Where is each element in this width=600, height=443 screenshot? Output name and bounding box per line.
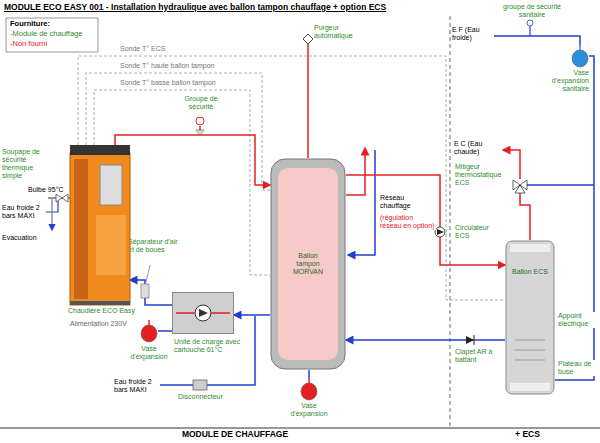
part-label: E F (Eau froide) (452, 26, 494, 42)
node-text: Ballon ECS (508, 268, 552, 276)
pipe-connector (115, 135, 270, 185)
circulator-arrow (437, 229, 444, 235)
part-label: Alimentation 230V (70, 320, 127, 328)
node-text: Chaudière ECO Easy (68, 307, 132, 315)
charging-unit-shape (172, 292, 234, 334)
node-text: Vase d'expansion (284, 402, 334, 418)
node-text: Vase d'expansion (127, 345, 171, 361)
mixer-symbol (513, 180, 527, 193)
pipe-connector (158, 330, 172, 332)
part-label: Eau froide 2 bars MAXI (2, 204, 44, 220)
part-label: Mitigeur thermostatique ECS (455, 163, 509, 187)
safety-pipe (529, 26, 530, 36)
dhw-tank-shape (505, 240, 555, 395)
part-label: Sonde T° ECS (120, 45, 165, 53)
check-valve-seat (474, 335, 475, 345)
pipe-connector (308, 370, 310, 378)
part-label: Bulbe 95°C (28, 186, 64, 194)
relief-valve-symbol (56, 194, 68, 202)
part-label: Evacuation (2, 234, 37, 242)
part-label: Séparateur d'air et de boues (128, 238, 184, 254)
part-label: Sonde T° haute ballon tampon (120, 62, 215, 70)
safety-valve-symbol (196, 130, 204, 135)
expansion-vessel-shape (300, 378, 318, 400)
vent-pipe (307, 44, 309, 158)
legend-entry: -Module de chauffage (10, 30, 82, 39)
node-text: Unité de charge avec cartouche 61°C (174, 338, 244, 354)
part-label: + ECS (455, 430, 600, 440)
air-vent-symbol (303, 34, 313, 44)
part-label: groupe de sécurité sanitaire (500, 3, 564, 19)
backflow-preventer-symbol (193, 380, 207, 390)
expansion-vessel-shape (140, 320, 158, 342)
node-text: Vase d'expansion sanitaire (535, 69, 589, 93)
part-label: Groupe de sécurité (176, 95, 226, 111)
cold-branch-pipe (527, 184, 594, 186)
pipe-connector (346, 339, 505, 341)
network-return-pipe (348, 150, 375, 255)
expansion-vessel: Vase d'expansion (140, 320, 158, 342)
legend-frame (6, 18, 98, 52)
part-label: Appoint électrique (558, 312, 598, 328)
part-label: Eau froide 2 bars MAXI (114, 378, 158, 394)
pipe-connector (346, 175, 505, 265)
dhw-tank: Ballon ECS (505, 240, 555, 395)
pipe-connector (234, 314, 270, 316)
sanitary-expansion-vessel-shape (571, 45, 589, 67)
sanitary-safety-symbol (527, 20, 533, 26)
cold-water-pipe (494, 36, 580, 45)
part-label: Plateau de buse (558, 360, 598, 376)
expansion-vessel: Vase d'expansion (300, 378, 318, 400)
network-flow-pipe (346, 148, 365, 195)
part-label: Soupape de sécurité thermique simple (2, 148, 46, 180)
bottom-rule (0, 427, 600, 428)
part-label: Clapet AR à battant (455, 348, 501, 364)
check-valve-symbol (466, 336, 474, 344)
charging-unit: Unité de charge avec cartouche 61°C (172, 292, 234, 334)
leader-line (146, 265, 150, 282)
part-label: E C (Eau chaude) (454, 140, 500, 156)
boiler: Chaudière ECO Easy (70, 145, 130, 305)
part-label: Sonde T° basse ballon tampon (120, 79, 216, 87)
sanitary-expansion-vessel: Vase d'expansion sanitaire (571, 45, 589, 67)
separator-symbol (141, 284, 149, 298)
safety-group-symbol (196, 117, 204, 125)
part-label: Purgeur automatique (314, 24, 369, 40)
pipe-connector (555, 56, 594, 380)
boiler-shape (70, 145, 130, 305)
legend-entry: -Non fourni (10, 40, 47, 49)
circulator-symbol (435, 227, 445, 237)
buffer-tank: Ballon tampon MORVAN (270, 158, 346, 370)
hot-water-pipe (520, 191, 530, 240)
part-label: Circulateur ECS (455, 224, 501, 240)
drain-pipe (51, 199, 52, 230)
part-label: Fourniture: (10, 20, 96, 29)
part-label: MODULE DE CHAUFFAGE (120, 430, 350, 440)
part-label: Réseau chauffage (380, 194, 436, 210)
part-label: Disconnecteur (178, 393, 223, 401)
part-label: (régulation réseau en option) (380, 214, 436, 230)
node-text: Ballon tampon MORVAN (286, 252, 330, 276)
module-divider (450, 16, 451, 428)
pipe-connector (130, 280, 172, 305)
diagram-title: MODULE ECO EASY 001 - Installation hydra… (4, 3, 386, 13)
